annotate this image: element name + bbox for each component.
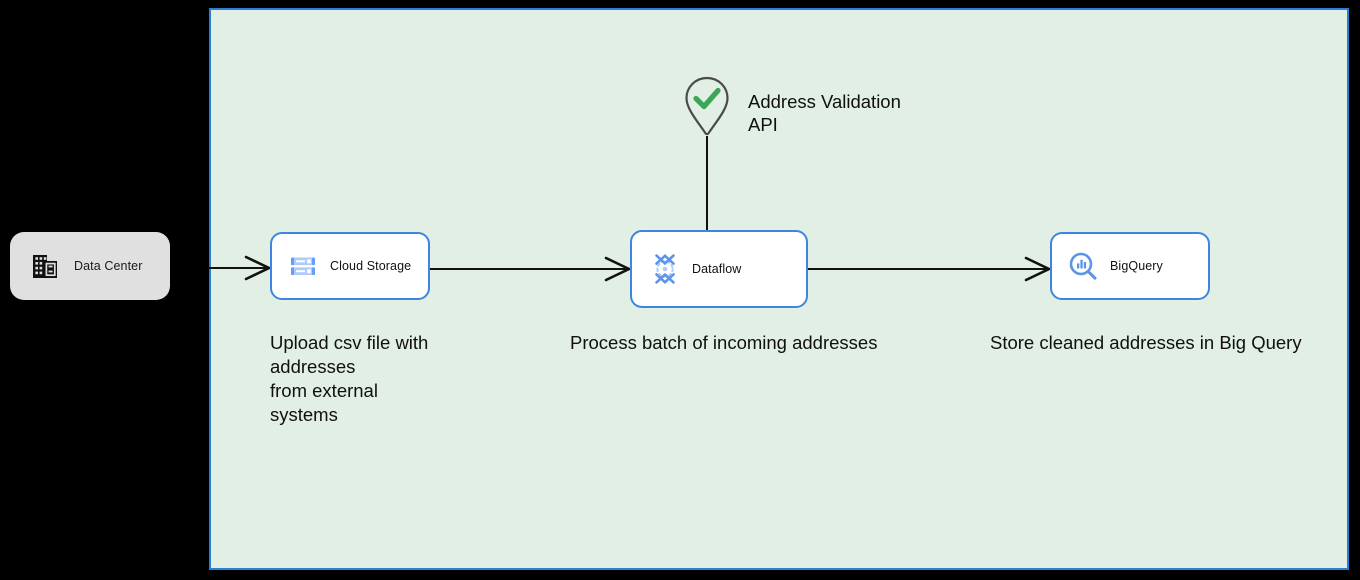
cloud-storage-icon xyxy=(288,251,318,281)
caption-cloudstorage-line4: systems xyxy=(270,404,338,425)
caption-cloudstorage: Upload csv file with addresses from exte… xyxy=(270,331,510,427)
building-icon xyxy=(30,251,60,281)
external-service-label-line1: Address Validation xyxy=(748,91,901,112)
edge-api-to-dataflow[interactable] xyxy=(706,136,708,230)
node-datacenter[interactable]: Data Center xyxy=(10,232,170,300)
node-bigquery-label: BigQuery xyxy=(1110,259,1163,273)
node-cloudstorage[interactable]: Cloud Storage xyxy=(270,232,430,300)
caption-cloudstorage-line1: Upload csv file with xyxy=(270,332,429,353)
node-dataflow-label: Dataflow xyxy=(692,262,742,276)
node-cloudstorage-label: Cloud Storage xyxy=(330,259,412,273)
node-bigquery[interactable]: BigQuery xyxy=(1050,232,1210,300)
arrowhead-cloudstorage-to-dataflow xyxy=(604,256,633,282)
arrowhead-dataflow-to-bigquery xyxy=(1024,256,1053,282)
caption-dataflow: Process batch of incoming addresses xyxy=(570,332,878,353)
dataflow-icon xyxy=(650,253,680,285)
arrowhead-datacenter-to-cloudstorage xyxy=(244,255,273,281)
edge-dataflow-to-bigquery[interactable] xyxy=(808,268,1050,270)
external-service-label-line2: API xyxy=(748,114,778,135)
node-datacenter-label: Data Center xyxy=(74,259,143,273)
map-pin-check-icon[interactable] xyxy=(684,76,730,136)
caption-bigquery: Store cleaned addresses in Big Query xyxy=(990,332,1302,353)
caption-cloudstorage-line3: from external xyxy=(270,380,378,401)
bigquery-icon xyxy=(1068,251,1098,281)
caption-cloudstorage-line2: addresses xyxy=(270,356,356,377)
edge-cloudstorage-to-dataflow[interactable] xyxy=(430,268,630,270)
node-dataflow[interactable]: Dataflow xyxy=(630,230,808,308)
edge-datacenter-to-cloudstorage[interactable] xyxy=(208,267,270,269)
